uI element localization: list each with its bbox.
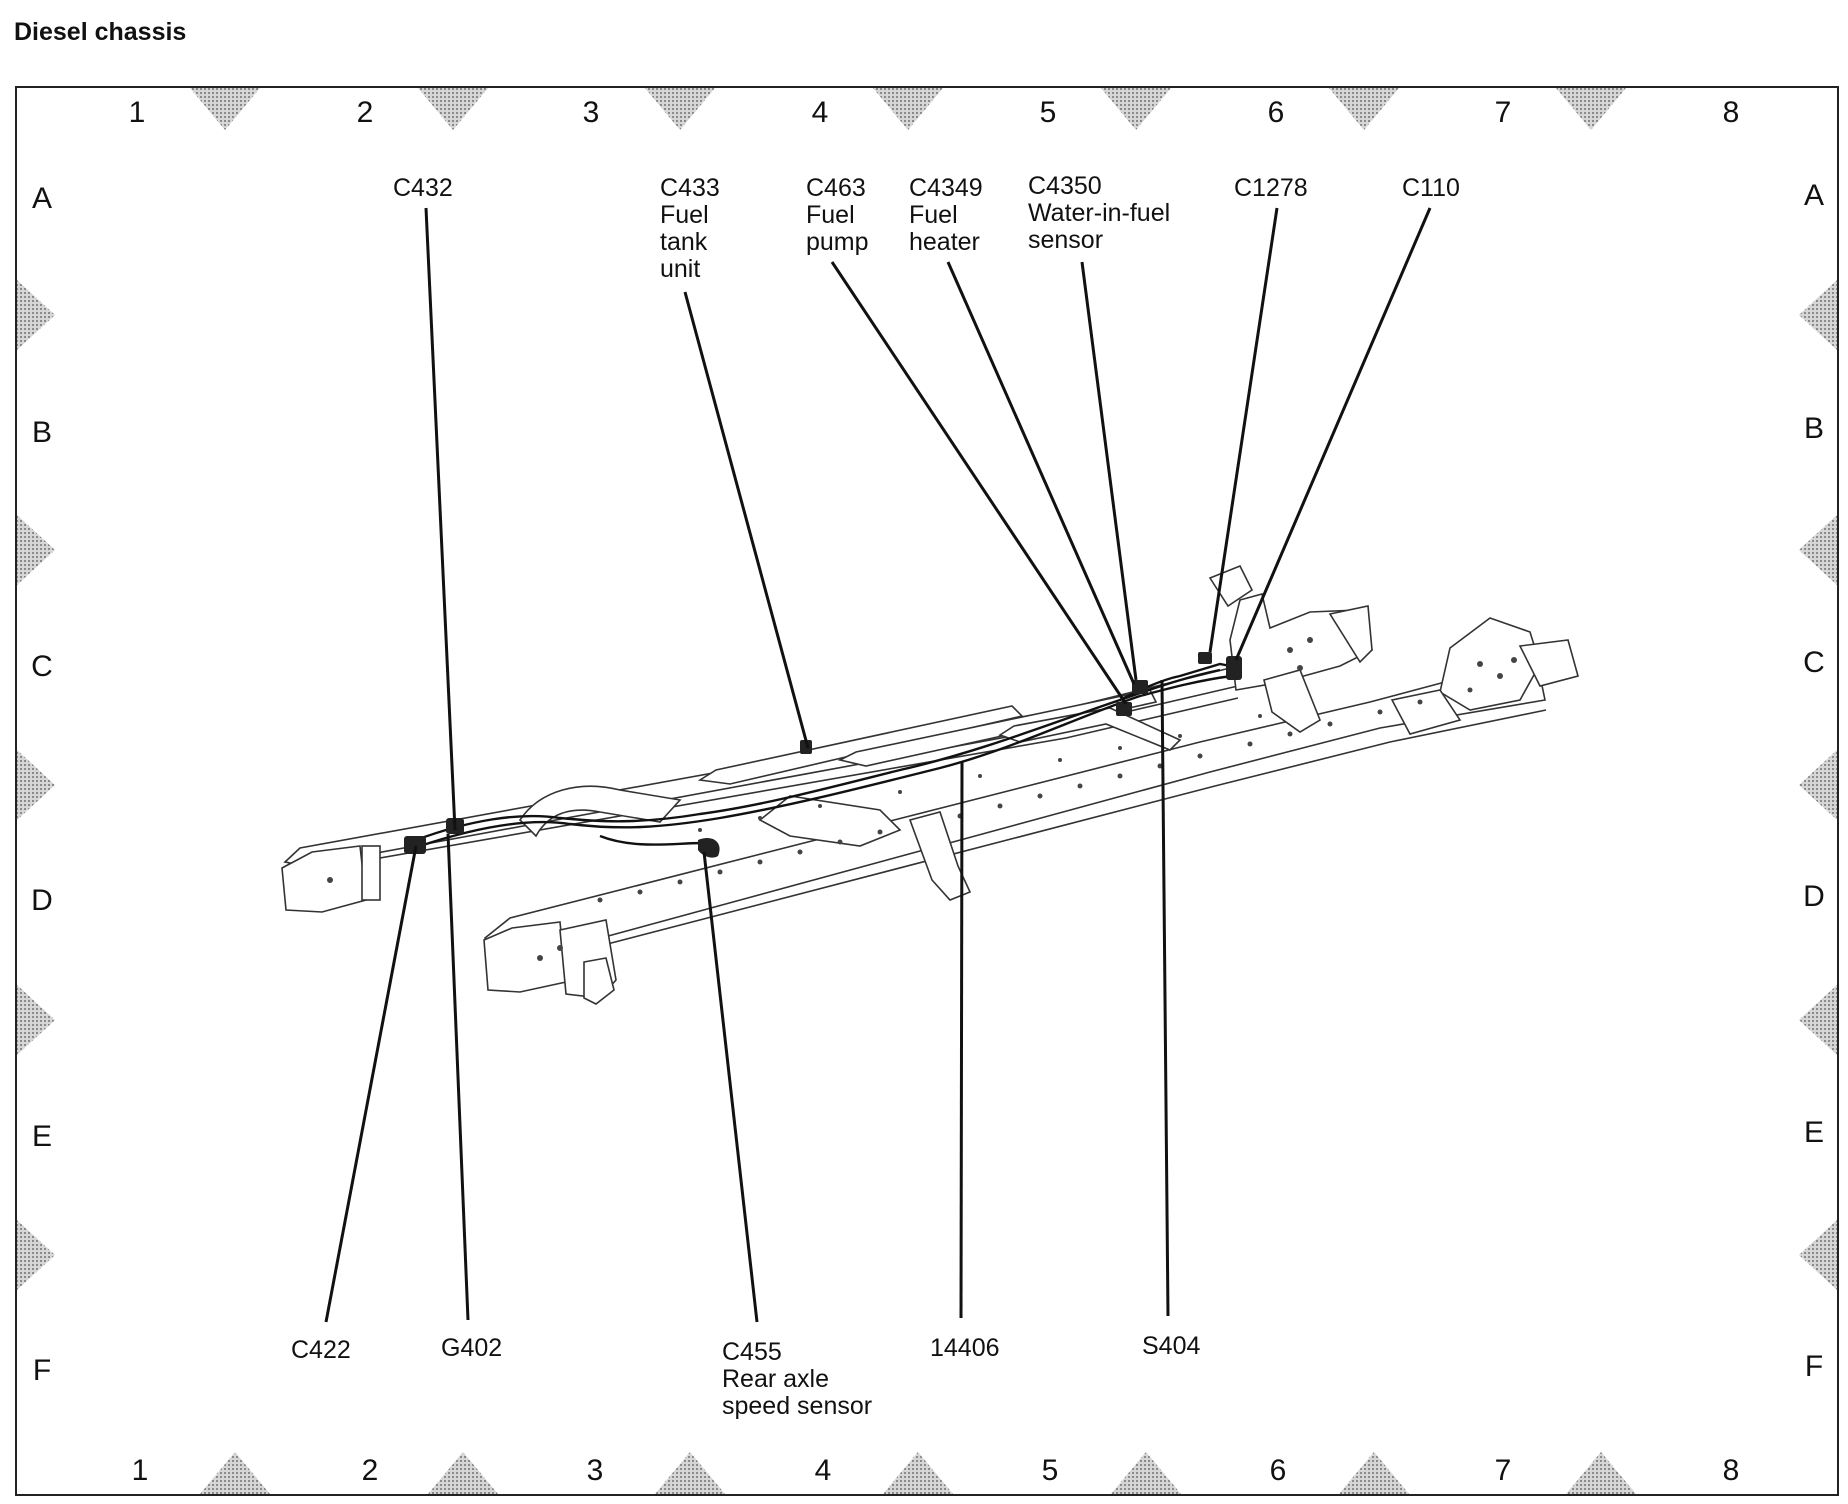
grid-col-2: 2	[357, 96, 374, 129]
rear-crossmember	[518, 785, 682, 838]
crossmember-2	[758, 795, 902, 847]
diagram-border	[15, 86, 1839, 1496]
leader-c110	[1234, 207, 1432, 661]
chassis-frame-illustration	[281, 564, 1579, 1005]
grid-col-3: 3	[583, 96, 600, 129]
grid-col-1: 1	[132, 1454, 149, 1487]
leader-c4349	[946, 261, 1136, 685]
callout-c463: C463 Fuel pump	[806, 174, 873, 256]
grid-row-d: D	[1803, 880, 1825, 913]
callout-c433: C433 Fuel tank unit	[660, 174, 727, 283]
grid-col-8: 8	[1723, 96, 1740, 129]
grid-row-a: A	[1804, 179, 1824, 212]
grid-row-c: C	[31, 650, 53, 683]
grid-col-5: 5	[1042, 1454, 1059, 1487]
grid-row-a: A	[32, 182, 52, 215]
grid-row-f: F	[33, 1354, 51, 1387]
grid-col-8: 8	[1723, 1454, 1740, 1487]
grid-row-d: D	[31, 884, 53, 917]
callout-c422: C422	[291, 1336, 351, 1364]
leader-c422	[324, 845, 418, 1323]
leader-g402	[446, 833, 470, 1321]
callout-14406: 14406	[930, 1334, 1000, 1362]
grid-col-1: 1	[129, 96, 146, 129]
leader-c4350	[1080, 261, 1138, 681]
leader-c433	[683, 291, 810, 749]
grid-col-4: 4	[812, 96, 829, 129]
grid-row-b: B	[32, 416, 52, 449]
mid-bracket	[908, 811, 972, 901]
leader-s404	[1160, 679, 1170, 1317]
zone-markers	[17, 88, 1837, 1494]
grid-col-7: 7	[1495, 1454, 1512, 1487]
leader-c455	[702, 851, 759, 1323]
grid-col-6: 6	[1268, 96, 1285, 129]
callout-c1278: C1278	[1234, 174, 1308, 202]
grid-col-5: 5	[1040, 96, 1057, 129]
callout-c110: C110	[1402, 174, 1460, 202]
grid-col-2: 2	[362, 1454, 379, 1487]
leader-c1278	[1208, 207, 1279, 653]
callout-labels: C432 C433 Fuel tank unit C463 Fuel pump …	[291, 172, 1460, 1420]
leader-c432	[424, 207, 457, 831]
leader-14406	[959, 761, 964, 1319]
grid-row-b: B	[1804, 412, 1824, 445]
callout-c432: C432	[393, 174, 453, 202]
grid-row-labels-right: A B C D E F	[1803, 179, 1825, 1383]
grid-col-4: 4	[815, 1454, 832, 1487]
grid-row-e: E	[32, 1120, 52, 1153]
grid-col-3: 3	[587, 1454, 604, 1487]
leader-lines	[324, 207, 1432, 1323]
callout-c4349: C4349 Fuel heater	[909, 174, 990, 256]
page-title: Diesel chassis	[14, 18, 187, 46]
grid-row-e: E	[1804, 1116, 1824, 1149]
front-frame-horn-near	[1439, 617, 1541, 711]
callout-c4350: C4350 Water-in-fuel sensor	[1028, 172, 1177, 254]
grid-col-7: 7	[1495, 96, 1512, 129]
callout-s404: S404	[1142, 1332, 1200, 1360]
grid-row-f: F	[1805, 1350, 1823, 1383]
grid-col-6: 6	[1270, 1454, 1287, 1487]
callout-g402: G402	[441, 1334, 502, 1362]
callout-c455: C455 Rear axle speed sensor	[722, 1338, 872, 1420]
grid-column-labels-top: 1 2 3 4 5 6 7 8	[129, 96, 1740, 129]
grid-row-c: C	[1803, 646, 1825, 679]
crossmember-1	[697, 705, 1024, 785]
leader-c463	[830, 261, 1128, 705]
grid-row-labels-left: A B C D E F	[31, 182, 53, 1387]
grid-column-labels-bottom: 1 2 3 4 5 6 7 8	[132, 1454, 1740, 1487]
